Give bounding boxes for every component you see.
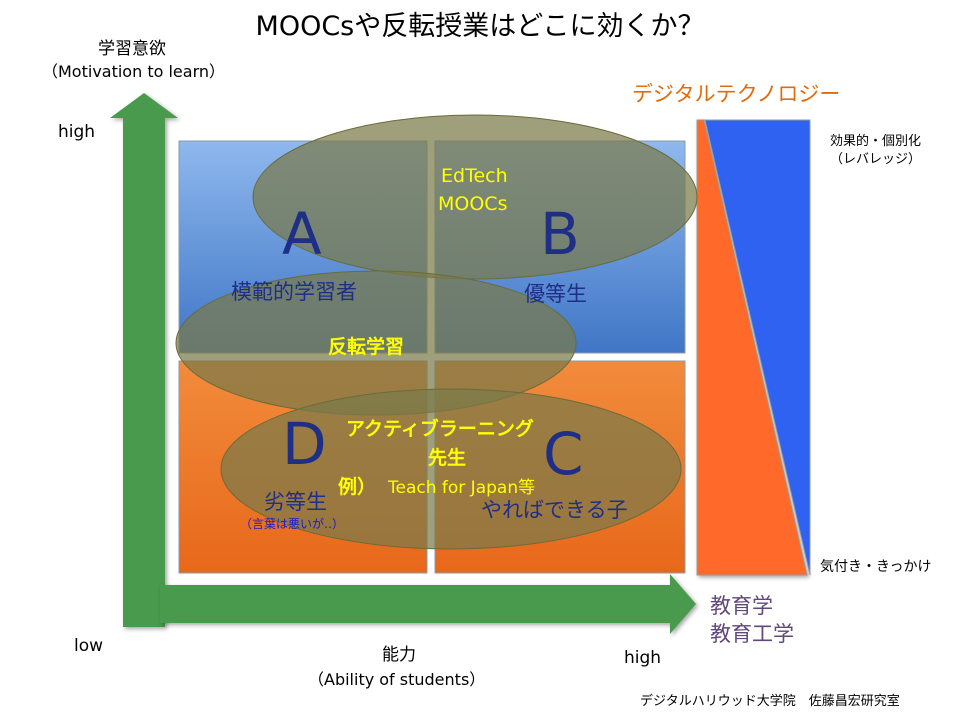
flipped-learning-label: 反転学習 [328,336,405,358]
quadrant-d-label: 劣等生 [264,490,327,514]
quadrant-c-label: やればできる子 [481,498,628,522]
edtech-label: EdTech [441,165,508,187]
quadrant-a-label: 模範的学習者 [231,280,357,304]
quadrant-b-label: 優等生 [524,282,587,306]
teach-for-japan-label: Teach for Japan等 [388,478,536,498]
y-axis-high: high [58,122,96,142]
active-learning-label: アクティブラーニング [346,418,534,440]
quadrant-c-letter: C [543,420,584,488]
quadrant-b-letter: B [540,200,580,268]
y-axis-label-ja: 学習意欲 [98,39,166,59]
y-axis-label-en: （Motivation to learn） [42,62,226,81]
page-title: MOOCsや反転授業はどこに効くか？ [255,11,705,42]
digital-technology-label: デジタルテクノロジー [632,82,841,106]
quadrant-a-letter: A [282,200,322,268]
x-axis-label-ja: 能力 [382,645,416,665]
quadrant-d-letter: D [282,410,327,478]
x-axis-label-en: （Ability of students） [308,670,486,689]
y-axis-arrow [110,93,178,627]
oval-active [220,388,682,550]
example-label: 例） [338,476,377,498]
credit-text: デジタルハリウッド大学院 佐藤昌宏研究室 [640,694,900,709]
leverage-label: （レバレッジ） [830,152,922,167]
quadrant-d-note: （言葉は悪いが‥） [240,517,345,531]
awareness-trigger-label: 気付き・きっかけ [820,559,932,575]
y-axis-low: low [74,636,104,656]
x-axis-high: high [624,648,662,668]
tech-orange-wedge [696,119,808,576]
effective-personalized-label: 効果的・個別化 [830,134,922,149]
moocs-label: MOOCs [438,193,508,215]
tech-blue-wedge [704,119,811,576]
x-axis-arrow [160,574,696,634]
educational-technology-label: 教育工学 [710,622,794,646]
teacher-label: 先生 [428,447,467,469]
pedagogy-label: 教育学 [710,594,773,618]
oval-edtech [252,114,698,280]
